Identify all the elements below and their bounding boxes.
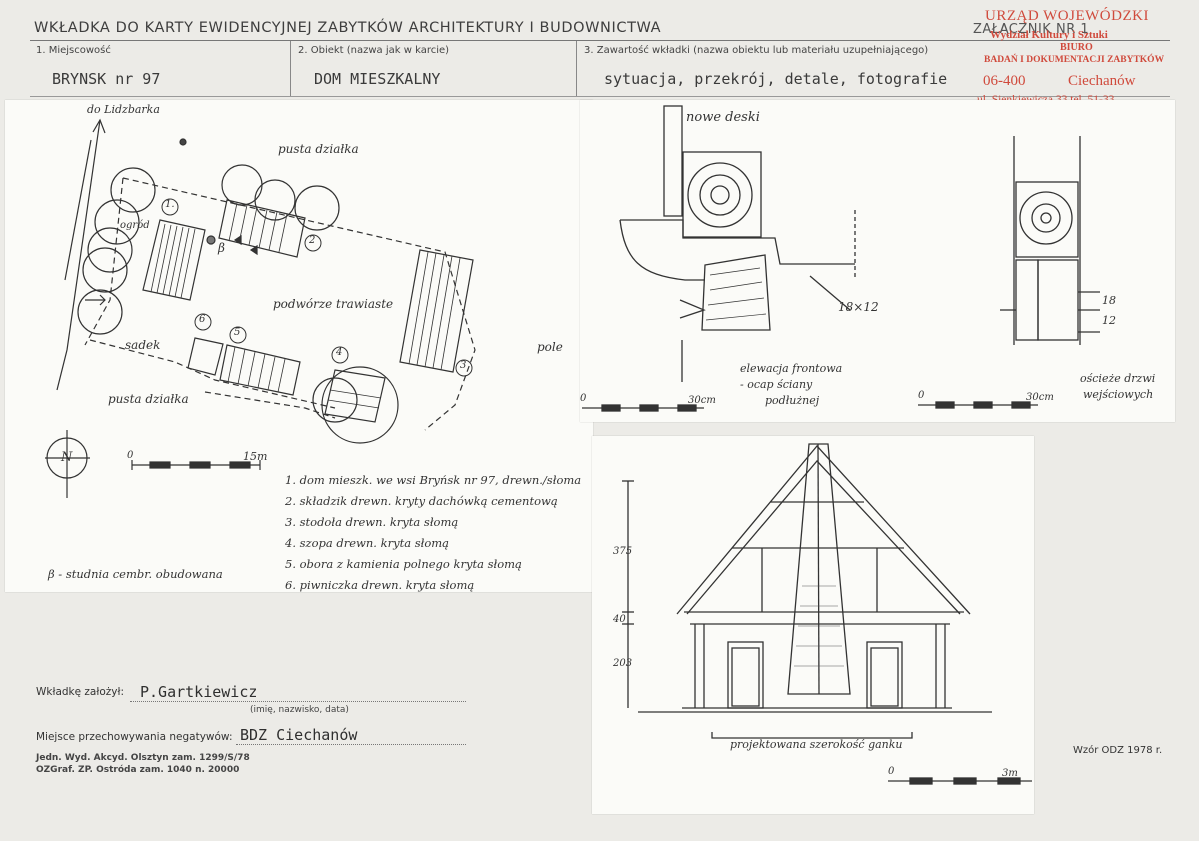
building-number-3: 3 xyxy=(460,360,467,371)
legend-item: 1. dom mieszk. we wsi Bryńsk nr 97, drew… xyxy=(285,473,582,487)
author-value: P.Gartkiewicz xyxy=(140,683,258,701)
details-panel: nowe deski 18×12 elewacja frontowa - oca… xyxy=(580,100,1175,422)
plan-label-field: pole xyxy=(537,340,563,354)
plan-label-orchard: sadek xyxy=(125,338,161,352)
section-caption: projektowana szerokość ganku xyxy=(730,738,903,751)
section-dim-203: 203 xyxy=(613,658,633,669)
legend-item: 3. stodoła drewn. kryta słomą xyxy=(285,515,459,529)
detail1-label-front-elevation: elewacja frontowa xyxy=(740,362,843,375)
field-value-locality: BRYNSK nr 97 xyxy=(52,70,161,88)
header-rule xyxy=(30,40,1170,41)
legend-item: 6. piwniczka drewn. kryta słomą xyxy=(285,578,475,592)
author-rule xyxy=(130,701,466,702)
stamp-city: Ciechanów xyxy=(1068,73,1136,89)
field-label-object: 2. Obiekt (nazwa jak w karcie) xyxy=(298,45,450,56)
building-number-2: 2 xyxy=(309,235,316,246)
plan-label-yard: podwórze trawiaste xyxy=(273,297,394,311)
field-label-locality: 1. Miejscowość xyxy=(36,45,111,56)
detail2-dim-b: 12 xyxy=(1102,314,1116,327)
field-value-object: DOM MIESZKALNY xyxy=(314,70,441,88)
detail2-label-entrance: wejściowych xyxy=(1083,388,1154,401)
form-title: WKŁADKA DO KARTY EWIDENCYJNEJ ZABYTKÓW A… xyxy=(34,20,662,36)
detail1-label-longitudinal: podłużnej xyxy=(765,394,820,407)
field-label-contents: 3. Zawartość wkładki (nazwa obiektu lub … xyxy=(584,45,929,56)
section-dim-375: 375 xyxy=(613,546,633,557)
section-panel: 375 40 203 projektowana szerokość ganku … xyxy=(592,436,1034,814)
building-number-6: 6 xyxy=(199,314,206,325)
building-legend: 1. dom mieszk. we wsi Bryńsk nr 97, drew… xyxy=(285,470,581,596)
road-label: do Lidzbarka xyxy=(87,103,160,116)
storage-label: Miejsce przechowywania negatywów: xyxy=(36,731,233,743)
building-number-4: 4 xyxy=(336,347,343,358)
legend-item: 5. obora z kamienia polnego kryta słomą xyxy=(285,557,522,571)
stamp-office: URZĄD WOJEWÓDZKI xyxy=(985,8,1149,24)
field-divider xyxy=(576,41,577,96)
site-plan-panel: do Lidzbarka pusta działka ogród podwórz… xyxy=(5,100,593,592)
section-scale-end: 3m xyxy=(1002,768,1018,779)
print-info-2: OZGraf. ZP. Ostróda zam. 1040 n. 20000 xyxy=(36,765,240,775)
well-mark: β xyxy=(218,241,225,255)
plan-scale-end: 15m xyxy=(243,450,268,463)
detail1-dimension: 18×12 xyxy=(838,300,879,314)
detail2-scale-zero: 0 xyxy=(918,390,925,401)
detail1-scale-end: 30cm xyxy=(688,395,716,406)
legend-item: 4. szopa drewn. kryta słomą xyxy=(285,536,450,550)
form-pattern: Wzór ODZ 1978 r. xyxy=(1073,745,1163,756)
stamp-bureau: BIURO xyxy=(1060,42,1093,53)
storage-rule xyxy=(236,744,466,745)
print-info-1: Jedn. Wyd. Akcyd. Olsztyn zam. 1299/S/78 xyxy=(36,753,250,763)
building-number-1: 1. xyxy=(165,199,175,210)
plan-label-empty-plot-north: pusta działka xyxy=(278,142,359,156)
section-scale-zero: 0 xyxy=(888,766,895,777)
stamp-department: Wydział Kultury i Sztuki xyxy=(990,29,1108,41)
site-plan-drawing xyxy=(45,118,476,498)
attachment-number: ZAŁĄCZNIK NR 1 xyxy=(973,22,1090,37)
detail1-scale-zero: 0 xyxy=(580,393,587,404)
detail1-label-new-boards: nowe deski xyxy=(686,110,760,125)
detail1-label-wall-cap: - ocap ściany xyxy=(740,378,813,391)
plan-scale-zero: 0 xyxy=(127,450,134,461)
field-divider xyxy=(290,41,291,96)
detail2-dim-a: 18 xyxy=(1102,294,1116,307)
section-drawing xyxy=(622,443,1032,785)
storage-value: BDZ Ciechanów xyxy=(240,726,358,744)
field-value-contents: sytuacja, przekrój, detale, fotografie xyxy=(604,70,948,88)
author-hint: (imię, nazwisko, data) xyxy=(250,705,349,715)
stamp-bureau-name: BADAŃ I DOKUMENTACJI ZABYTKÓW xyxy=(984,55,1165,65)
section-dim-40: 40 xyxy=(613,614,626,625)
building-number-5: 5 xyxy=(234,327,241,338)
plan-label-empty-plot-south: pusta działka xyxy=(108,392,189,406)
stamp-postcode: 06-400 xyxy=(983,73,1026,89)
detail2-label-jamb: ościeże drzwi xyxy=(1080,372,1156,385)
author-label: Wkładkę założył: xyxy=(36,686,125,698)
detail2-scale-end: 30cm xyxy=(1026,392,1054,403)
plan-label-garden: ogród xyxy=(120,220,150,231)
header-rule-bottom xyxy=(30,96,1170,97)
north-letter: N xyxy=(61,450,73,465)
detail-drawings xyxy=(582,105,1100,412)
legend-item: 2. składzik drewn. kryty dachówką cement… xyxy=(285,494,558,508)
well-legend: β - studnia cembr. obudowana xyxy=(48,567,223,581)
